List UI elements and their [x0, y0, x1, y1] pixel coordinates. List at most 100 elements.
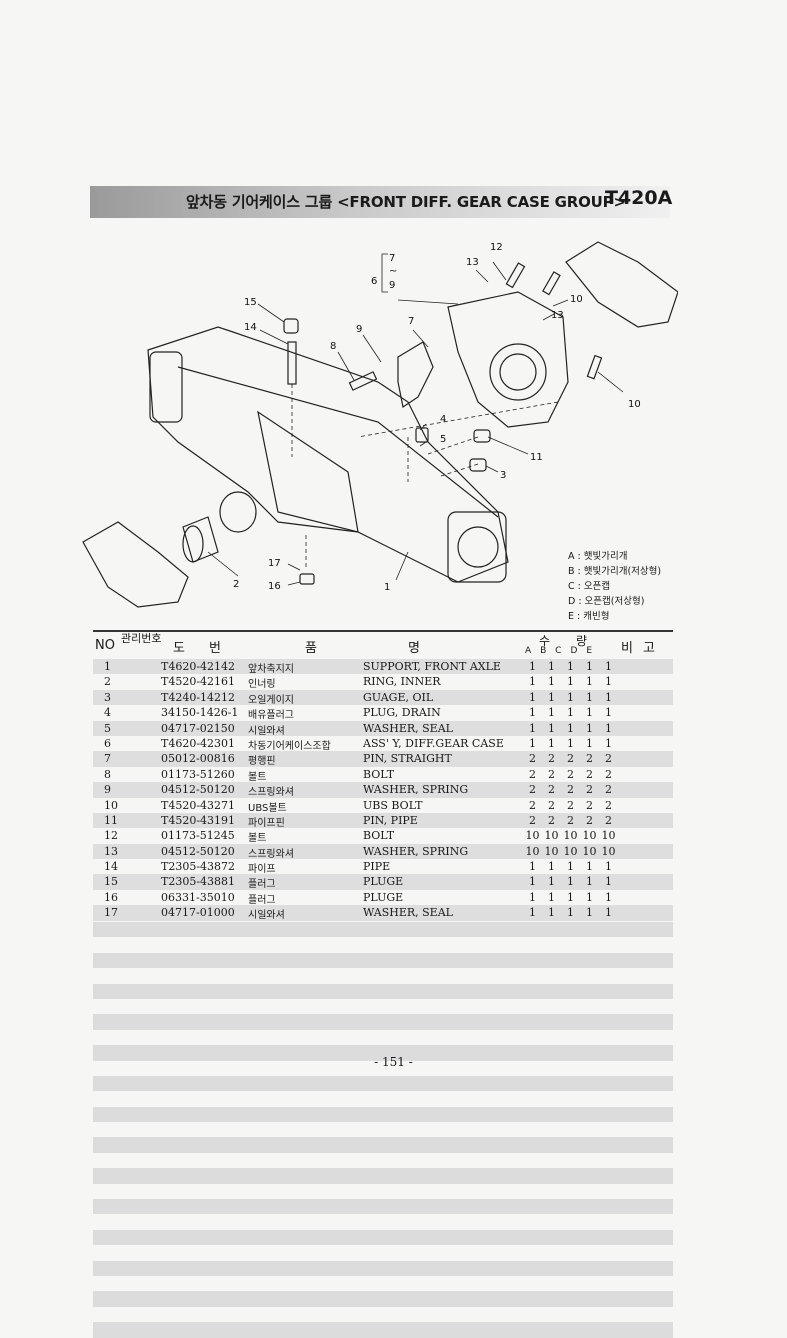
callout-2: 2	[233, 579, 239, 590]
parts-table-header: NO 관리번호 도번 품 명 수량 ABCDE 비고	[93, 630, 673, 661]
row-qty-cell: 1	[567, 690, 574, 704]
axle-stub	[219, 491, 257, 533]
row-qty-cell: 2	[586, 798, 593, 812]
row-qty-cell: 1	[567, 660, 574, 673]
row-name-korean: 앞차축지지	[248, 664, 294, 675]
row-qty-cell: 10	[601, 829, 616, 843]
row-no: 4	[104, 706, 111, 720]
blank-rows	[93, 922, 673, 1338]
row-no: 11	[104, 813, 118, 827]
row-qty-cell: 1	[605, 675, 612, 689]
row-name-korean: UBS볼트	[248, 802, 287, 814]
header-remark: 비고	[621, 641, 665, 656]
row-qty-cell: 1	[548, 860, 555, 874]
row-qty-cell: 1	[548, 736, 555, 750]
row-qty-cell: 2	[605, 813, 612, 827]
row-qty-cell: 1	[586, 721, 593, 735]
row-name-korean: 평행핀	[248, 756, 276, 768]
legend-item: B : 햇빛가리개(저상형)	[568, 566, 662, 577]
row-no: 14	[104, 860, 118, 874]
row-qty-cell: 10	[582, 844, 597, 858]
row-part-no: T4520-43271	[161, 798, 236, 812]
callout-16: 16	[268, 581, 281, 592]
row-part-no: T4620-42301	[161, 736, 236, 750]
row-qty-cell: 1	[567, 706, 574, 720]
row-name-korean: 플러그	[248, 879, 276, 891]
callout-13a: 13	[466, 257, 479, 268]
row-qty-cell: 1	[529, 875, 536, 889]
callout-12: 12	[490, 242, 503, 253]
row-name-korean: 시일와셔	[248, 910, 285, 922]
diff-case-bore	[489, 343, 547, 401]
row-part-no: 01173-51260	[161, 767, 235, 781]
row-name-korean: 시일와셔	[248, 725, 285, 737]
row-qty-cell: 1	[586, 875, 593, 889]
row-qty-cell: 2	[586, 813, 593, 827]
header-no: NO	[95, 638, 115, 653]
row-no: 1	[104, 660, 111, 673]
row-no: 7	[104, 752, 111, 766]
row-qty-cell: 10	[563, 829, 578, 843]
row-qty-cell: 1	[529, 736, 536, 750]
row-name-english: SUPPORT, FRONT AXLE	[363, 660, 501, 673]
row-qty-cell: 1	[605, 690, 612, 704]
row-no: 6	[104, 736, 111, 750]
row-qty-cell: 2	[586, 783, 593, 797]
header-mgmt: 관리번호	[121, 632, 162, 645]
row-qty-cell: 2	[605, 767, 612, 781]
row-name-korean: 플러그	[248, 894, 276, 906]
model-code: T420A	[605, 187, 673, 209]
bearing-cap	[397, 341, 434, 408]
row-part-no: T4620-42142	[161, 660, 236, 673]
row-qty-cell: 10	[544, 829, 559, 843]
row-qty-cell: 2	[548, 813, 555, 827]
row-qty-cell: 2	[529, 767, 536, 781]
row-qty-cell: 1	[548, 875, 555, 889]
row-qty-cell: 1	[586, 660, 593, 673]
row-name-english: GUAGE, OIL	[363, 690, 434, 704]
row-name-korean: 파이프	[248, 864, 276, 876]
callout-10a: 10	[570, 294, 583, 305]
row-qty-cell: 2	[605, 798, 612, 812]
header-qty-columns: ABCDE	[525, 646, 602, 656]
row-part-no: T4520-43191	[161, 813, 236, 827]
row-qty-cell: 2	[548, 752, 555, 766]
row-qty-cell: 1	[548, 890, 555, 904]
header-name-a: 품	[305, 641, 317, 656]
row-qty-cell: 1	[586, 736, 593, 750]
row-qty-cell: 1	[605, 906, 612, 920]
row-name-english: RING, INNER	[363, 675, 441, 689]
row-qty-cell: 2	[567, 783, 574, 797]
bolt-12	[505, 262, 526, 289]
row-qty-cell: 1	[529, 860, 536, 874]
row-name-english: WASHER, SEAL	[363, 721, 453, 735]
callout-10b: 10	[628, 399, 641, 410]
row-qty-cell: 1	[586, 675, 593, 689]
row-qty-cell: 1	[567, 906, 574, 920]
row-no: 12	[104, 829, 118, 843]
row-qty-cell: 2	[548, 767, 555, 781]
row-name-korean: 인너링	[248, 679, 276, 691]
row-qty-cell: 2	[605, 783, 612, 797]
row-name-english: UBS BOLT	[363, 798, 423, 812]
bolt-10a	[542, 271, 561, 296]
row-name-korean: 볼트	[248, 833, 267, 845]
row-part-no: 04512-50120	[161, 844, 235, 858]
legend-item: C : 오픈캡	[568, 581, 611, 592]
oil-gauge-3	[469, 458, 487, 472]
callout-range-tilde: ~	[389, 266, 397, 277]
row-part-no: T2305-43881	[161, 875, 236, 889]
